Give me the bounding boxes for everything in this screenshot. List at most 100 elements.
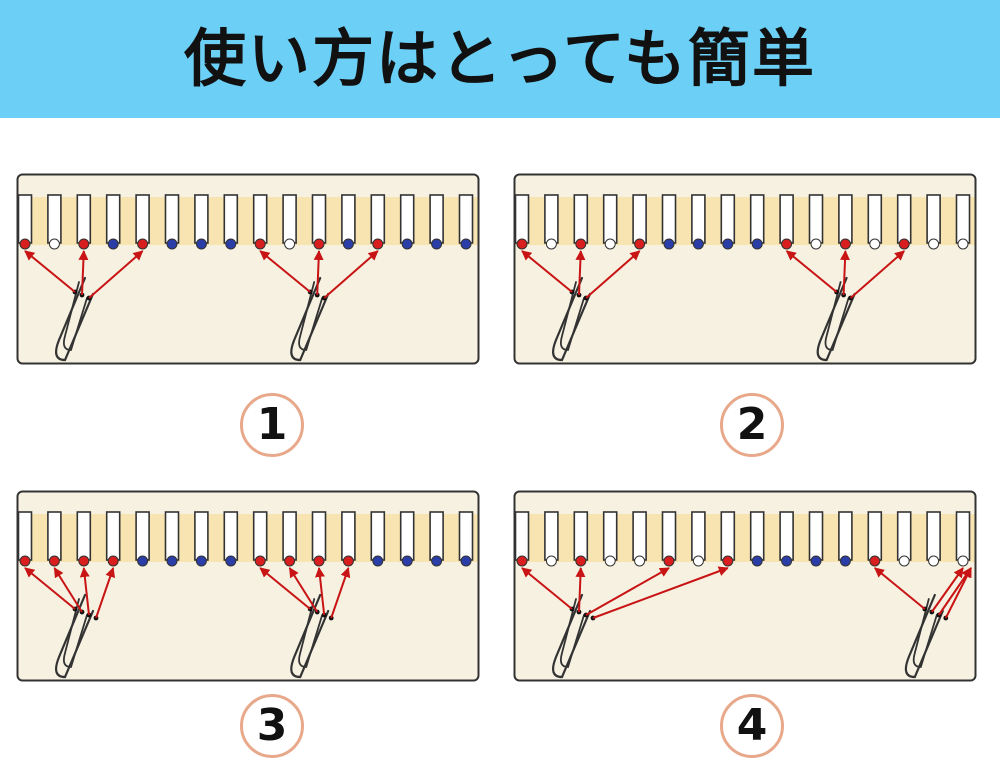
hook-hole-blue	[401, 555, 413, 567]
pleat	[602, 511, 618, 561]
pleat	[514, 511, 530, 561]
hook-hole-blue	[107, 238, 119, 250]
hook-hole-blue	[839, 555, 851, 567]
arrow	[288, 567, 319, 613]
pleat	[47, 194, 62, 244]
step-number: 1	[256, 399, 288, 450]
pleat	[252, 511, 268, 561]
pleat	[808, 194, 824, 244]
hook-hole-blue	[166, 238, 178, 250]
step-number: 4	[736, 700, 768, 751]
arrow	[24, 567, 76, 610]
hook-hole-blue	[431, 238, 443, 250]
hook-hole-red	[254, 555, 266, 567]
arrow	[585, 567, 670, 616]
hook-hole-red	[342, 555, 354, 567]
hook-hole-blue	[166, 555, 178, 567]
arrow	[323, 250, 379, 299]
hook-hole-red	[19, 555, 31, 567]
hook-hole-red	[575, 555, 587, 567]
pleat	[194, 511, 209, 561]
step-1-badge: 1	[240, 393, 304, 457]
arrow	[592, 566, 729, 619]
hook-hole-red	[634, 238, 646, 250]
curtain-hook	[904, 593, 944, 679]
hook-hole-blue	[401, 238, 413, 250]
hook-hole-blue	[460, 555, 472, 567]
pleat	[720, 194, 736, 244]
hook-hole-blue	[460, 238, 472, 250]
arrow	[259, 567, 311, 610]
pleat	[17, 511, 33, 561]
hook-hole-blue	[137, 555, 149, 567]
arrow	[585, 250, 641, 299]
pleat	[779, 194, 794, 244]
hook-hole-white	[284, 238, 296, 250]
arrow	[79, 567, 90, 616]
pleat	[838, 194, 853, 244]
hook-hole-red	[575, 238, 587, 250]
pleat	[311, 511, 327, 561]
curtain-hook-diagram-2	[513, 173, 977, 365]
curtain-hook	[290, 593, 330, 679]
hook-hole-red	[898, 238, 910, 250]
hook-hole-white	[957, 238, 969, 250]
pleat	[808, 511, 824, 561]
arrow	[78, 250, 89, 296]
pleat	[105, 194, 121, 244]
pleat	[838, 511, 853, 561]
step-4-badge: 4	[720, 694, 784, 758]
pleat	[955, 194, 971, 244]
arrow	[840, 250, 851, 296]
pleat	[573, 511, 589, 561]
pleat	[399, 511, 415, 561]
arrow	[575, 250, 586, 296]
hook-hole-red	[137, 238, 149, 250]
arrow	[930, 567, 964, 613]
hook-hole-blue	[663, 238, 675, 250]
pleat	[926, 511, 941, 561]
curtain-hook	[54, 276, 95, 362]
pleat	[867, 194, 883, 244]
curtain-hook-diagram-1	[16, 173, 480, 365]
arrow	[313, 250, 324, 296]
hook-hole-blue	[372, 555, 384, 567]
arrow	[330, 567, 351, 619]
pleat	[370, 511, 386, 561]
pleat	[282, 194, 297, 244]
curtain-hook-diagram-3	[16, 490, 480, 682]
curtain-hook	[290, 276, 330, 362]
pleat	[602, 194, 618, 244]
arrow	[259, 250, 311, 293]
pleat	[955, 511, 971, 561]
hook-hole-white	[634, 555, 646, 567]
hook-hole-blue	[195, 555, 207, 567]
hook-hole-white	[957, 555, 969, 567]
step-2-badge: 2	[720, 393, 784, 457]
pleat	[164, 511, 180, 561]
hook-hole-red	[372, 238, 384, 250]
arrow	[575, 567, 586, 613]
hook-hole-red	[254, 238, 266, 250]
hook-hole-blue	[692, 238, 704, 250]
hook-hole-red	[313, 238, 325, 250]
step-1-diagram	[16, 173, 480, 365]
arrow	[315, 567, 326, 616]
hook-hole-white	[869, 238, 881, 250]
step-4-diagram	[513, 490, 977, 682]
pleat	[691, 511, 706, 561]
pleat	[341, 511, 356, 561]
hook-hole-red	[869, 555, 881, 567]
pleat	[17, 194, 33, 244]
pleat	[194, 194, 209, 244]
hook-hole-red	[722, 555, 734, 567]
pleat	[544, 511, 559, 561]
hook-hole-red	[663, 555, 675, 567]
pleat	[341, 194, 356, 244]
curtain-hook-diagram-4	[513, 490, 977, 682]
pleat	[896, 511, 912, 561]
hook-hole-red	[516, 555, 528, 567]
pleat	[47, 511, 62, 561]
hook-tip	[841, 292, 846, 298]
arrow	[874, 567, 926, 610]
